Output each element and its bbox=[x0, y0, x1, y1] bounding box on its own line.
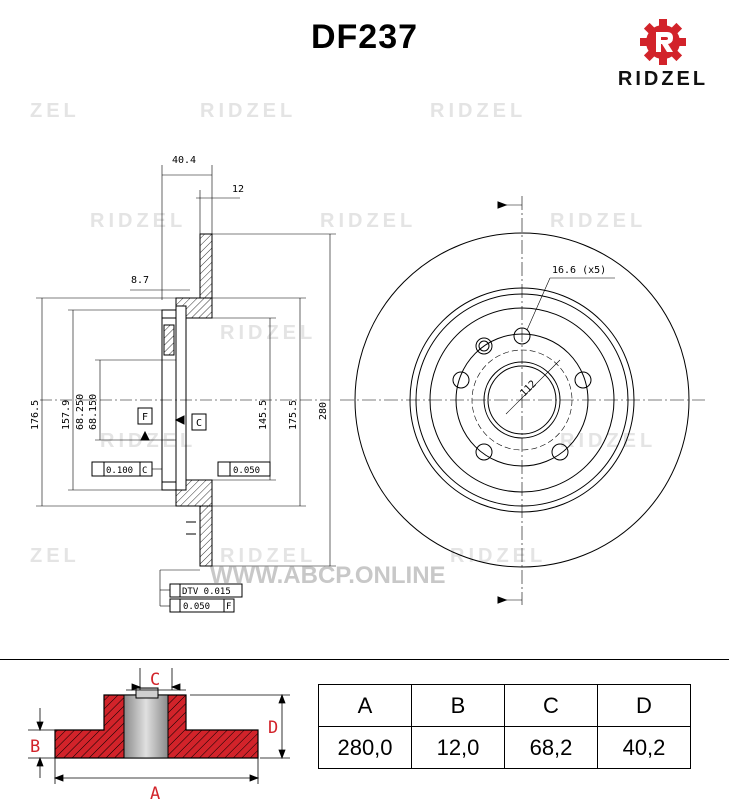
datum-f: F bbox=[142, 412, 148, 423]
front-view-labels: 16.6 (x5) 112 bbox=[518, 265, 606, 399]
watermark: RIDZEL bbox=[560, 430, 657, 452]
brand-logo: RIDZEL bbox=[608, 18, 718, 98]
tolerance-right-value: 0.050 bbox=[233, 466, 260, 476]
table-cell: 12,0 bbox=[411, 726, 505, 769]
watermark: RIDZEL bbox=[320, 210, 417, 232]
dim-dia-176: 176.5 bbox=[30, 400, 41, 430]
table-cell: 280,0 bbox=[318, 726, 412, 769]
watermark: RIDZEL bbox=[200, 100, 297, 122]
dim-dia-145: 145.5 bbox=[258, 400, 269, 430]
table-header-cell: C bbox=[504, 684, 598, 727]
dim-total-height: 40.4 bbox=[172, 155, 196, 166]
legend-label-a: A bbox=[150, 784, 160, 800]
tolerance-left-ref: C bbox=[142, 466, 147, 476]
hub-bore bbox=[123, 694, 169, 759]
technical-drawing: 40.4 12 8.7 176.5 157.9 68.250 68.150 14… bbox=[30, 155, 705, 613]
watermark: ZEL bbox=[30, 100, 80, 122]
watermark: RIDZEL bbox=[220, 322, 317, 344]
watermark: ZEL bbox=[30, 545, 80, 567]
tolerance-left-value: 0.100 bbox=[106, 466, 133, 476]
dim-dia-68-250: 68.250 bbox=[75, 394, 86, 430]
table-row: 280,0 12,0 68,2 40,2 bbox=[318, 726, 691, 769]
table-cell: 68,2 bbox=[504, 726, 598, 769]
legend-diagram: C D B A bbox=[28, 668, 290, 800]
dim-dia-175: 175.5 bbox=[288, 400, 299, 430]
watermark: RIDZEL bbox=[100, 430, 197, 452]
dim-hub-step: 8.7 bbox=[131, 275, 149, 286]
site-watermark: WWW.ABCP.ONLINE bbox=[210, 562, 446, 589]
gear-icon bbox=[640, 19, 686, 65]
watermark: RIDZEL bbox=[90, 210, 187, 232]
watermark: RIDZEL bbox=[220, 545, 317, 567]
table-header-cell: A bbox=[318, 684, 412, 727]
page-title: DF237 bbox=[310, 18, 419, 56]
dim-dia-157: 157.9 bbox=[61, 400, 72, 430]
legend-label-b: B bbox=[30, 737, 40, 757]
legend-label-c: C bbox=[150, 670, 160, 690]
dtv-tolerance: DTV 0.015 bbox=[182, 587, 231, 597]
table-header-cell: B bbox=[411, 684, 505, 727]
table-cell: 40,2 bbox=[597, 726, 691, 769]
watermark: RIDZEL bbox=[550, 210, 647, 232]
runout-ref: F bbox=[226, 602, 231, 612]
legend-label-d: D bbox=[268, 718, 278, 738]
side-view-labels: 40.4 12 8.7 176.5 157.9 68.250 68.150 14… bbox=[30, 155, 329, 612]
front-view bbox=[340, 196, 705, 605]
table-header-row: A B C D bbox=[318, 684, 691, 727]
dim-dia-68-150: 68.150 bbox=[88, 394, 99, 430]
dim-disc-thickness: 12 bbox=[232, 184, 244, 195]
table-header-cell: D bbox=[597, 684, 691, 727]
watermark: RIDZEL bbox=[450, 545, 547, 567]
dimensions-table: A B C D 280,0 12,0 68,2 40,2 bbox=[318, 684, 691, 769]
brand-name: RIDZEL bbox=[617, 68, 709, 90]
section-divider bbox=[0, 659, 729, 660]
runout-value: 0.050 bbox=[183, 602, 210, 612]
side-section-view bbox=[36, 165, 336, 613]
dim-dia-280: 280 bbox=[318, 402, 329, 420]
pcd-label: 112 bbox=[518, 379, 539, 400]
datum-c: C bbox=[196, 418, 202, 429]
watermark: RIDZEL bbox=[430, 100, 527, 122]
bolt-holes-label: 16.6 (x5) bbox=[552, 265, 606, 276]
